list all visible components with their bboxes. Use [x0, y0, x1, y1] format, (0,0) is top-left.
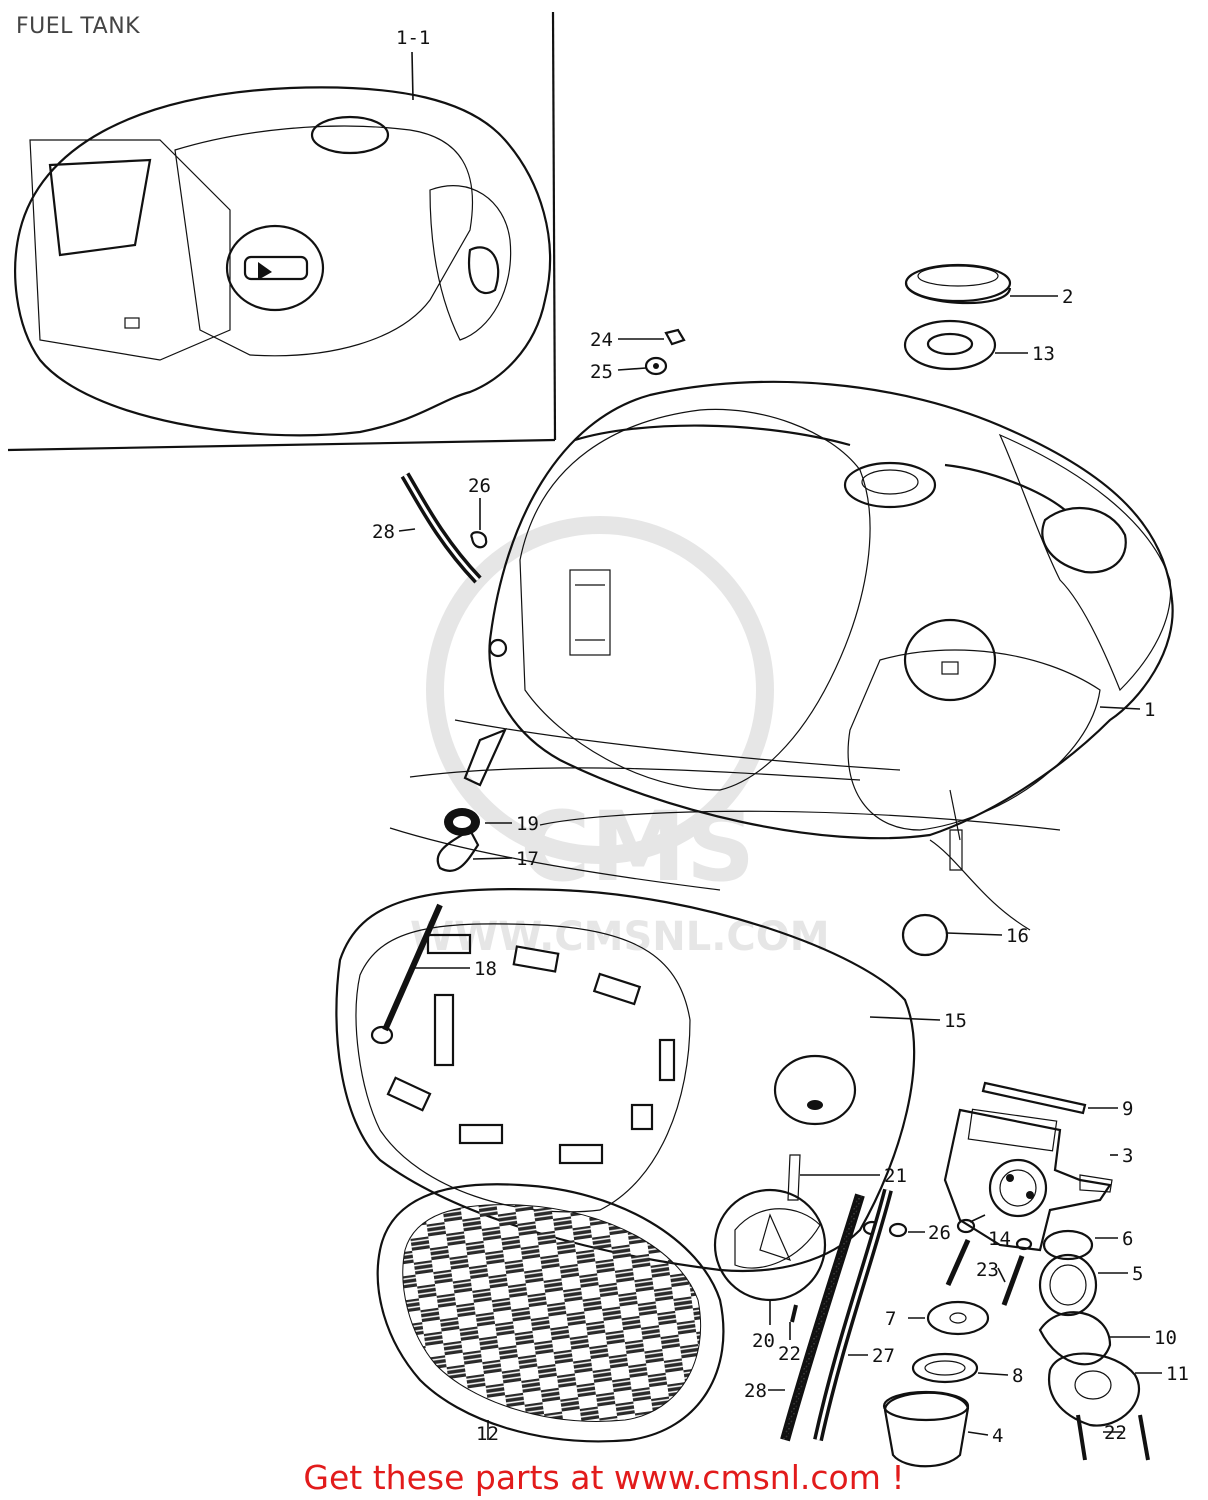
callout-labels: 1-1 2 13 24 25 26 28 1 19 17 16 15 18 9 …: [372, 27, 1189, 1447]
callout-1-1: 1-1: [396, 27, 430, 49]
callout-5: 5: [1132, 1263, 1143, 1285]
callout-25: 25: [590, 361, 613, 383]
part-13-cap-gasket[interactable]: [903, 319, 997, 371]
part-11-lever-plate[interactable]: [1047, 1352, 1141, 1427]
part-28-fuel-hose-upper[interactable]: [400, 472, 482, 584]
callout-24: 24: [590, 329, 613, 351]
part-7-strainer-screen[interactable]: [926, 1300, 990, 1336]
part-21-screw[interactable]: [787, 1154, 801, 1201]
callout-21: 21: [884, 1165, 907, 1187]
callout-7: 7: [885, 1308, 896, 1330]
callout-14: 14: [988, 1228, 1011, 1250]
callout-4: 4: [992, 1425, 1003, 1447]
part-24-nut[interactable]: [664, 328, 686, 346]
callout-9: 9: [1122, 1098, 1133, 1120]
part-20-emblem[interactable]: [713, 1188, 827, 1302]
part-1-fuel-tank[interactable]: [409, 380, 1174, 840]
callout-11: 11: [1166, 1363, 1189, 1385]
callout-26-lower: 26: [928, 1222, 951, 1244]
part-16-rubber-plug[interactable]: [901, 829, 963, 957]
inset-frame: [7, 11, 557, 452]
callout-12: 12: [476, 1423, 499, 1445]
part-23-bolts[interactable]: [945, 1238, 1025, 1306]
svg-text:CMS: CMS: [520, 791, 755, 903]
part-1-1-tank-assembly[interactable]: [14, 86, 552, 437]
callout-20: 20: [752, 1330, 775, 1352]
part-17-rubber[interactable]: [436, 828, 480, 872]
callout-19: 19: [516, 813, 539, 835]
callout-2: 2: [1062, 286, 1073, 308]
callout-17: 17: [516, 848, 539, 870]
svg-text:WWW.CMSNL.COM: WWW.CMSNL.COM: [410, 914, 830, 960]
callout-13: 13: [1032, 343, 1055, 365]
callout-15: 15: [944, 1010, 967, 1032]
leader-lines: [398, 51, 1162, 1440]
part-bracket-outline: [389, 789, 1061, 931]
part-6-valve-gasket[interactable]: [1042, 1229, 1094, 1261]
part-19-cushion[interactable]: [444, 727, 508, 836]
part-26-hose-clip-upper[interactable]: [470, 531, 488, 549]
part-4-strainer-cup[interactable]: [882, 1390, 970, 1468]
part-9-strainer-strip[interactable]: [981, 1081, 1087, 1115]
part-14-washer[interactable]: [956, 1218, 1033, 1251]
part-25-washer[interactable]: [644, 356, 668, 376]
callout-26-upper: 26: [468, 475, 491, 497]
callout-10: 10: [1154, 1327, 1177, 1349]
part-12-knee-grip-rubber[interactable]: [376, 1183, 725, 1443]
callout-22-left: 22: [778, 1343, 801, 1365]
callout-18: 18: [474, 958, 497, 980]
part-15-side-cover[interactable]: [335, 888, 916, 1273]
part-28-fuel-hose-lower[interactable]: [780, 1193, 865, 1442]
part-8-o-ring[interactable]: [911, 1352, 979, 1384]
page-title: FUEL TANK: [16, 14, 141, 39]
callout-23: 23: [976, 1259, 999, 1281]
callout-22-right: 22: [1104, 1422, 1127, 1444]
callout-28-lower: 28: [744, 1380, 767, 1402]
callout-8: 8: [1012, 1365, 1023, 1387]
callout-28-upper: 28: [372, 521, 395, 543]
part-18-bolt[interactable]: [370, 903, 443, 1045]
part-5-valve-body[interactable]: [1038, 1253, 1098, 1317]
part-10-lever-packing[interactable]: [1038, 1311, 1112, 1366]
callout-16: 16: [1006, 925, 1029, 947]
part-3-fuel-valve[interactable]: [943, 1108, 1113, 1252]
callout-1: 1: [1144, 699, 1155, 721]
part-2-filler-cap[interactable]: [904, 263, 1012, 305]
part-27-fuel-hose[interactable]: [813, 1188, 893, 1442]
callout-27: 27: [872, 1345, 895, 1367]
callout-3: 3: [1122, 1145, 1133, 1167]
part-22-screws[interactable]: [790, 1304, 1150, 1461]
part-26-hose-clip-lower[interactable]: [862, 1220, 908, 1238]
callout-6: 6: [1122, 1228, 1133, 1250]
watermark-logo: CMS WWW.CMSNL.COM: [410, 516, 830, 960]
promo-banner-link[interactable]: Get these parts at www.cmsnl.com !: [303, 1458, 905, 1497]
